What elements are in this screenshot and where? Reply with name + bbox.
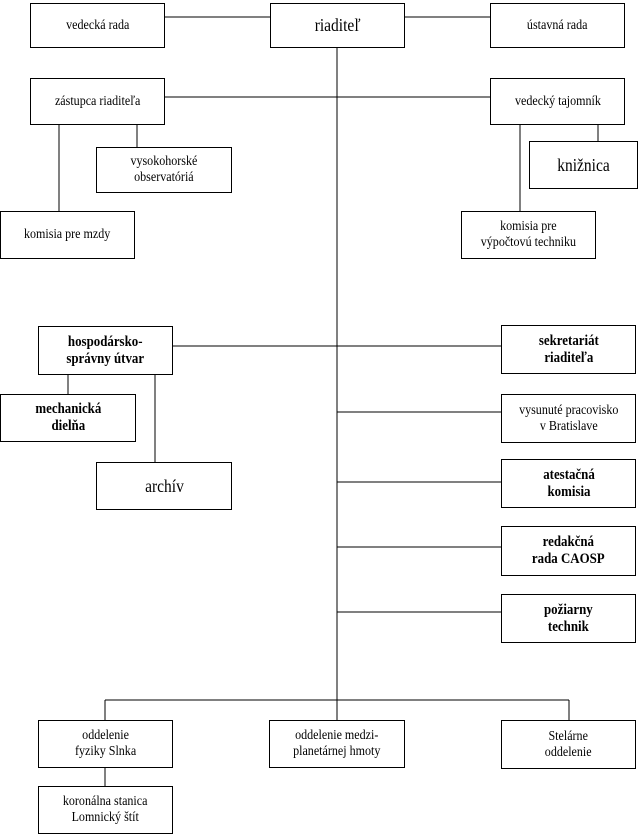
editorial-board-box[interactable]: redakčná rada CAOSP <box>501 526 636 576</box>
coronal-station-box[interactable]: koronálna stanica Lomnický štít <box>38 786 173 834</box>
remote-workplace-box[interactable]: vysunuté pracovisko v Bratislave <box>501 394 636 443</box>
solar-physics-department-box[interactable]: oddelenie fyziky Slnka <box>38 720 173 768</box>
directors-secretariat-label: sekretariát riaditeľa <box>538 332 599 366</box>
solar-physics-department-label: oddelenie fyziky Slnka <box>74 728 137 759</box>
economic-admin-unit-box[interactable]: hospodársko- správny útvar <box>38 326 173 375</box>
deputy-director-label: zástupca riaditeľa <box>54 93 141 109</box>
attestation-commission-label: atestačná komisia <box>542 466 595 500</box>
economic-admin-unit-label: hospodársko- správny útvar <box>66 333 145 367</box>
attestation-commission-box[interactable]: atestačná komisia <box>501 459 636 508</box>
directors-secretariat-box[interactable]: sekretariát riaditeľa <box>501 325 636 374</box>
interplanetary-matter-department-label: oddelenie medzi- planetárnej hmoty <box>293 728 381 759</box>
wage-commission-box[interactable]: komisia pre mzdy <box>0 211 135 259</box>
scientific-secretary-label: vedecký tajomník <box>514 93 601 109</box>
scientific-council-box[interactable]: vedecká rada <box>30 3 165 48</box>
scientific-secretary-box[interactable]: vedecký tajomník <box>490 78 625 125</box>
high-mountain-observatories-label: vysokohorské observatóriá <box>130 154 198 185</box>
library-label: knižnica <box>557 154 610 175</box>
stellar-department-label: Stelárne oddelenie <box>545 728 592 760</box>
archive-box[interactable]: archív <box>96 462 232 510</box>
scientific-council-label: vedecká rada <box>65 17 130 33</box>
institute-council-box[interactable]: ústavná rada <box>490 3 625 48</box>
remote-workplace-label: vysunuté pracovisko v Bratislave <box>518 402 619 434</box>
archive-label: archív <box>144 475 184 496</box>
director-label: riaditeľ <box>314 15 361 36</box>
director-box[interactable]: riaditeľ <box>270 3 405 48</box>
deputy-director-box[interactable]: zástupca riaditeľa <box>30 78 165 125</box>
computing-commission-label: komisia pre výpočtovú techniku <box>480 219 577 250</box>
coronal-station-label: koronálna stanica Lomnický štít <box>63 794 148 825</box>
computing-commission-box[interactable]: komisia pre výpočtovú techniku <box>461 211 596 259</box>
wage-commission-label: komisia pre mzdy <box>24 227 111 243</box>
fire-technician-box[interactable]: požiarny technik <box>501 594 636 643</box>
mechanical-workshop-box[interactable]: mechanická dielňa <box>0 394 136 442</box>
institute-council-label: ústavná rada <box>527 17 588 33</box>
high-mountain-observatories-box[interactable]: vysokohorské observatóriá <box>96 147 232 193</box>
mechanical-workshop-label: mechanická dielňa <box>35 401 101 434</box>
interplanetary-matter-department-box[interactable]: oddelenie medzi- planetárnej hmoty <box>269 720 405 768</box>
fire-technician-label: požiarny technik <box>544 601 593 635</box>
stellar-department-box[interactable]: Stelárne oddelenie <box>501 720 636 769</box>
editorial-board-label: redakčná rada CAOSP <box>532 534 605 567</box>
library-box[interactable]: knižnica <box>529 141 638 189</box>
